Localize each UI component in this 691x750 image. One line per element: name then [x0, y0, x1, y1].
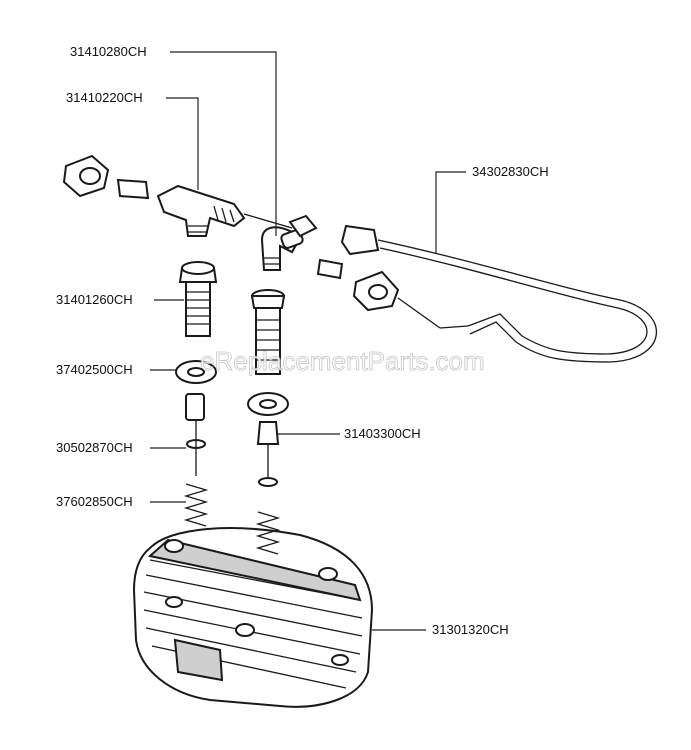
- left-valve-stack: [175, 261, 218, 527]
- part-label-37402500: 37402500CH: [56, 362, 133, 377]
- part-label-34302830: 34302830CH: [472, 164, 549, 179]
- part-label-37602850: 37602850CH: [56, 494, 133, 509]
- part-label-31403300: 31403300CH: [344, 426, 421, 441]
- tube-assembly: [243, 213, 658, 363]
- part-label-30502870: 30502870CH: [56, 440, 133, 455]
- cylinder-head: [132, 527, 374, 708]
- leader-lines: [150, 51, 466, 631]
- part-label-31401260: 31401260CH: [56, 292, 133, 307]
- watermark-text: eReplacementParts.com: [200, 346, 485, 376]
- part-label-31410280: 31410280CH: [70, 44, 147, 59]
- tee-fitting-assembly: [62, 154, 246, 237]
- right-valve-stack: [247, 226, 304, 555]
- part-label-31301320: 31301320CH: [432, 622, 509, 637]
- part-label-31410220: 31410220CH: [66, 90, 143, 105]
